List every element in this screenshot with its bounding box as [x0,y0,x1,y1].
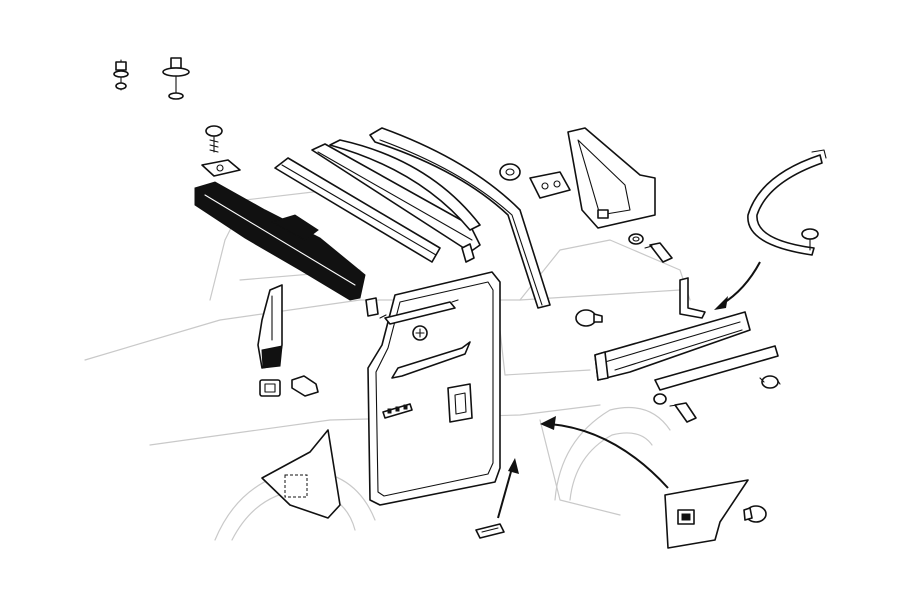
window-frame-division-bar [369,127,551,309]
wing-nut [759,375,781,389]
outer-belt-molding [274,157,441,263]
cowl-side-trim [664,479,749,549]
plastic-rivet-fastener [162,57,190,100]
door-lock-switch [382,403,413,419]
upper-armrest-bracket [379,299,459,325]
hinge-bracket [529,171,571,199]
door-pull-handle [391,341,471,379]
bolt-right-lower [669,402,697,423]
vehicle-body-outline [84,189,691,541]
arrow-to-trim-channel [714,261,761,310]
sill-clip [475,523,505,539]
vent-window-frame [567,127,656,229]
washer-lower [653,393,667,405]
grommet [499,163,521,181]
speed-nut-clip [201,159,241,177]
glass-run-channel-front [311,143,481,253]
kick-panel [261,429,341,519]
scuff-plate-strip [654,345,779,391]
rear-door-weatherstrip-arc [747,149,827,256]
panel-screw [412,325,428,341]
hex-bolt-left [291,375,319,397]
bolt-right-upper [644,242,673,263]
square-clip-retainer [259,379,281,397]
channel-clip [461,243,475,263]
push-pin-fastener [113,59,129,91]
mushroom-fastener [575,309,603,327]
l-bracket [679,277,706,319]
inner-belt-weatherstrip [194,181,366,301]
lower-trim-channel [594,311,751,381]
pillar-bracket [257,284,283,369]
inside-handle-bezel [447,383,473,423]
small-clip-left [365,297,379,317]
arrow-to-door-panel [540,416,669,489]
tapping-screw [205,125,223,153]
trim-push-retainer [743,505,767,523]
washer [628,233,644,245]
door-glass-channel-curve [329,139,481,231]
plastic-retainer-right [801,228,819,251]
arrow-from-sill-clip [497,458,519,519]
